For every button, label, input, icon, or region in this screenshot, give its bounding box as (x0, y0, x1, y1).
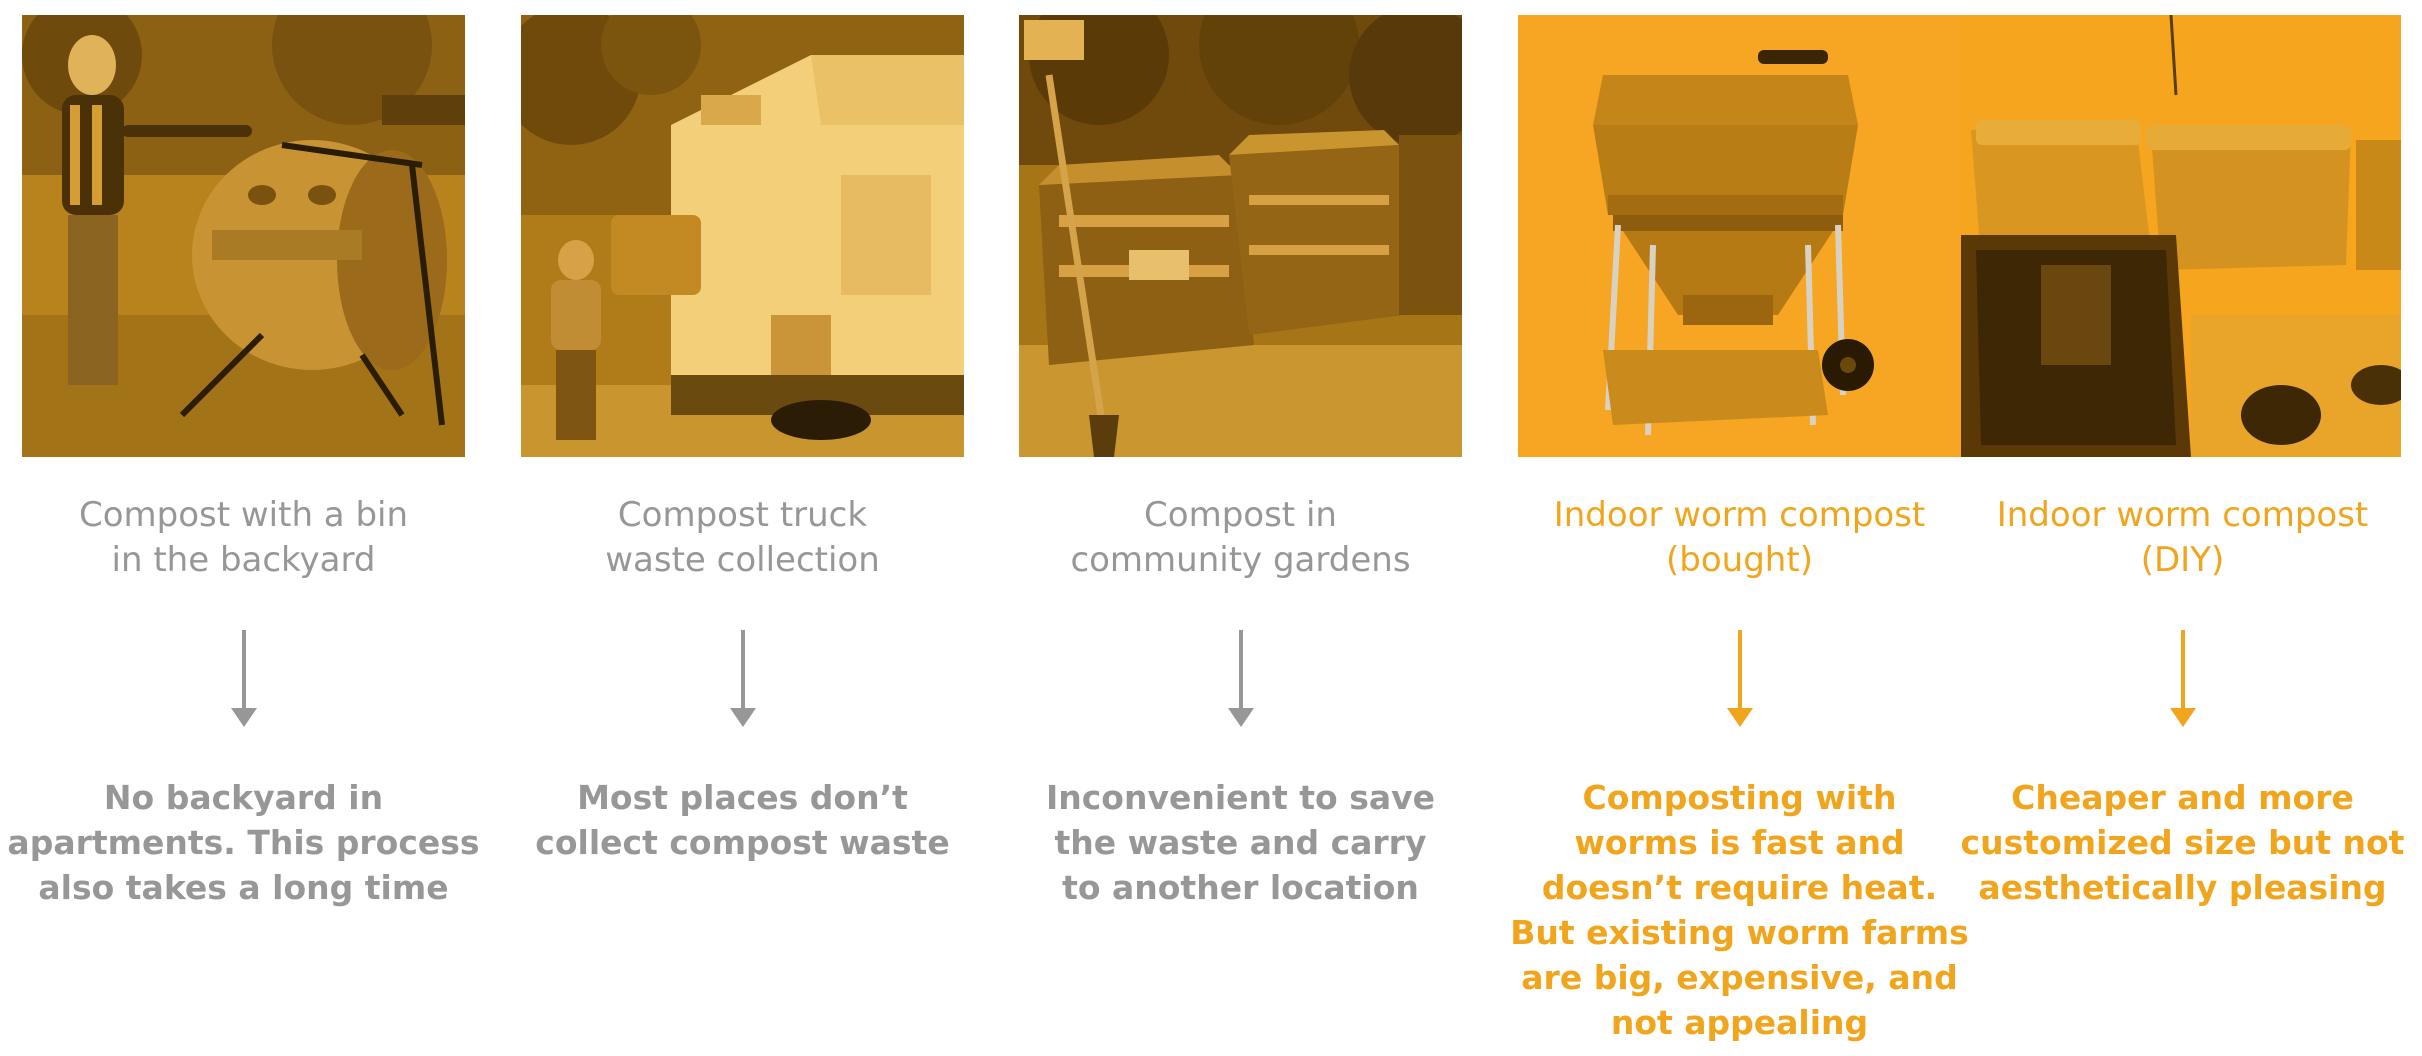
option-community-gardens: Compost in community gardens Inconvenien… (1019, 0, 1462, 1056)
option-title: Compost with a bin in the backyard (78, 495, 409, 580)
compost-truck-photo (521, 15, 964, 457)
option-backyard-bin: Compost with a bin in the backyard No ba… (7, 0, 480, 1056)
down-arrow-icon (1225, 630, 1257, 727)
down-arrow-icon (2167, 630, 2199, 727)
option-worm-compost-bought: Indoor worm compost (bought) Composting … (1510, 0, 1969, 1056)
option-truck-collection: Compost truck waste collection Most plac… (521, 0, 964, 1056)
option-title: Indoor worm compost (DIY) (1996, 495, 2369, 580)
option-description: Cheaper and more customized size but not… (1960, 778, 2405, 907)
option-description: No backyard in apartments. This process … (7, 778, 480, 907)
backyard-bin-photo (22, 15, 465, 457)
down-arrow-icon (228, 630, 260, 727)
down-arrow-icon (1724, 630, 1756, 727)
option-description: Most places don’t collect compost waste (535, 778, 950, 862)
worm-farm-photo (1518, 15, 1961, 457)
option-title: Indoor worm compost (bought) (1553, 495, 1926, 580)
community-garden-photo (1019, 15, 1462, 457)
diy-bins-photo (1961, 15, 2401, 457)
option-description: Inconvenient to save the waste and carry… (1045, 778, 1436, 907)
down-arrow-icon (727, 630, 759, 727)
option-title: Compost truck waste collection (605, 495, 880, 580)
option-description: Composting with worms is fast and doesn’… (1510, 778, 1969, 1042)
option-title: Compost in community gardens (1070, 495, 1411, 580)
option-worm-compost-diy: Indoor worm compost (DIY) Cheaper and mo… (1961, 0, 2404, 1056)
